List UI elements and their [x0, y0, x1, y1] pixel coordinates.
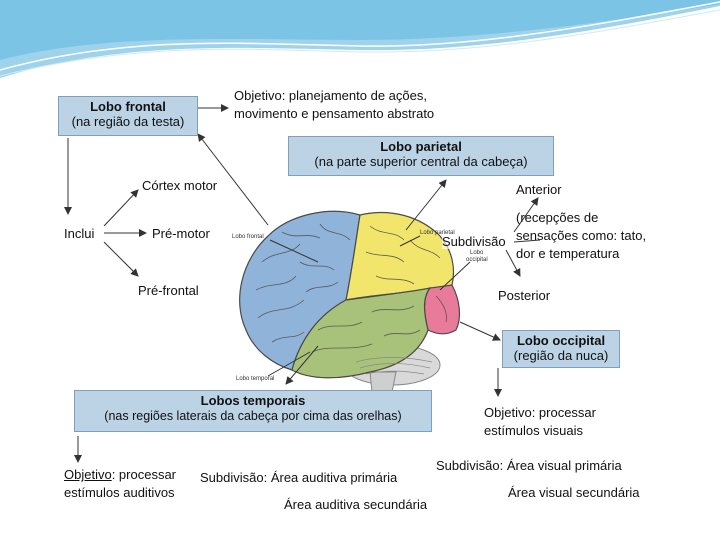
frontal-objective-line2: movimento e pensamento abstrato [234, 106, 435, 121]
frontal-objective-line1: Objetivo: planejamento de ações, [234, 88, 427, 103]
anterior-label: Anterior [516, 182, 562, 197]
occipital-subdivision-line2: Área visual secundária [508, 485, 640, 500]
occipital-lobe-title: Lobo occipital [516, 333, 606, 348]
parietal-lobe-title: Lobo parietal [380, 139, 462, 154]
temporal-lobes-title: Lobos temporais [200, 393, 306, 408]
brain-label-frontal: Lobo frontal [232, 234, 264, 240]
occipital-lobe-subtitle: (região da nuca) [513, 348, 609, 363]
temporal-objective-word: Objetivo [64, 467, 112, 482]
occipital-objective-line1: Objetivo: processar [484, 405, 596, 420]
frontal-lobe-box: Lobo frontal (na região da testa) [58, 96, 198, 136]
temporal-lobes-subtitle: (nas regiões laterais da cabeça por cima… [104, 409, 402, 423]
temporal-objective-line1: Objetivo: processar [64, 467, 176, 482]
subdivisao-label: Subdivisão [442, 234, 506, 249]
brain-label-occipital-2: occipital [466, 257, 488, 263]
temporal-objective-line2: estímulos auditivos [64, 485, 175, 500]
cortex-motor-label: Córtex motor [142, 178, 218, 193]
posterior-label: Posterior [498, 288, 551, 303]
recepcoes-line2: sensações como: tato, [516, 228, 647, 243]
header-wave [0, 0, 720, 78]
recepcoes-line3: dor e temperatura [516, 246, 620, 261]
inclui-label: Inclui [64, 226, 95, 241]
brain-label-temporal: Lobo temporal [236, 376, 275, 382]
occipital-subdivision-line1: Subdivisão: Área visual primária [436, 458, 622, 473]
brain-label-occipital-1: Lobo [470, 250, 484, 256]
parietal-lobe-box: Lobo parietal (na parte superior central… [288, 136, 554, 176]
temporal-objective-rest: : processar [111, 467, 177, 482]
recepcoes-line1: (recepções de [516, 210, 599, 225]
occipital-lobe-box: Lobo occipital (região da nuca) [502, 330, 620, 368]
parietal-lobe-subtitle: (na parte superior central da cabeça) [314, 154, 528, 169]
frontal-lobe-title: Lobo frontal [90, 99, 166, 114]
temporal-subdivision-line1: Subdivisão: Área auditiva primária [200, 470, 398, 485]
temporal-lobe-shape [291, 287, 432, 379]
occipital-objective-line2: estímulos visuais [484, 423, 583, 438]
pre-frontal-label: Pré-frontal [138, 283, 199, 298]
temporal-lobes-box: Lobos temporais (nas regiões laterais da… [74, 390, 432, 432]
pre-motor-label: Pré-motor [152, 226, 210, 241]
temporal-subdivision-line2: Área auditiva secundária [284, 497, 428, 512]
frontal-lobe-subtitle: (na região da testa) [71, 114, 185, 129]
brain-label-parietal: Lobo parietal [420, 230, 455, 236]
